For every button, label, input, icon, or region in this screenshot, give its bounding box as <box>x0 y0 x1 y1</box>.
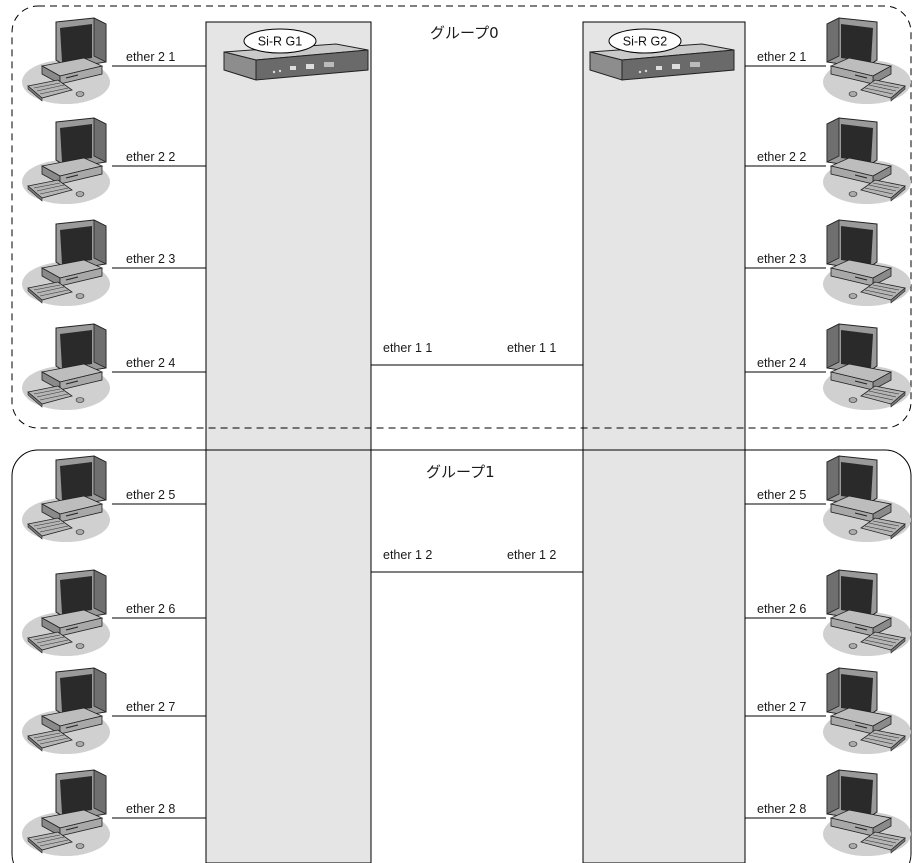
router-link-1-left-port: ether 1 2 <box>383 548 432 562</box>
left-pc-4-port: ether 2 4 <box>126 356 175 370</box>
left-pc-1-port: ether 2 1 <box>126 50 175 64</box>
group-1-label: グループ1 <box>426 463 495 481</box>
desktop-computer-icon <box>21 569 111 657</box>
desktop-computer-icon <box>822 569 912 657</box>
right-pc-6[interactable]: ether 2 6 <box>745 569 912 657</box>
left-pc-2[interactable]: ether 2 2 <box>21 117 206 205</box>
desktop-computer-icon <box>822 667 912 755</box>
left-pc-6[interactable]: ether 2 6 <box>21 569 206 657</box>
desktop-computer-icon <box>21 667 111 755</box>
left-pc-3[interactable]: ether 2 3 <box>21 219 206 307</box>
right-pc-1-port: ether 2 1 <box>757 50 806 64</box>
left-pc-6-port: ether 2 6 <box>126 602 175 616</box>
right-pc-7-port: ether 2 7 <box>757 700 806 714</box>
right-pc-4[interactable]: ether 2 4 <box>745 323 912 411</box>
left-pc-8-port: ether 2 8 <box>126 802 175 816</box>
group-0-label: グループ0 <box>430 24 499 42</box>
right-pc-1[interactable]: ether 2 1 <box>745 17 912 105</box>
router-link-1-right-port: ether 1 2 <box>507 548 556 562</box>
left-pc-1[interactable]: ether 2 1 <box>21 17 206 105</box>
right-pc-2[interactable]: ether 2 2 <box>745 117 912 205</box>
router-g1-label-bubble <box>243 28 317 54</box>
router-g1-panel <box>205 21 372 863</box>
left-pc-4[interactable]: ether 2 4 <box>21 323 206 411</box>
desktop-computer-icon <box>21 769 111 857</box>
router-g1-label: Si-R G1 <box>258 35 303 49</box>
router-g2-panel <box>582 21 746 863</box>
router-link-0-left-port: ether 1 1 <box>383 341 432 355</box>
router-g1[interactable]: Si-R G1 <box>223 28 369 81</box>
desktop-computer-icon <box>21 219 111 307</box>
right-pc-5[interactable]: ether 2 5 <box>745 455 912 543</box>
router-g2[interactable]: Si-R G2 <box>589 28 735 81</box>
left-pc-2-port: ether 2 2 <box>126 150 175 164</box>
desktop-computer-icon <box>822 117 912 205</box>
router-g2-label: Si-R G2 <box>623 35 668 49</box>
desktop-computer-icon <box>21 455 111 543</box>
left-pc-8[interactable]: ether 2 8 <box>21 769 206 857</box>
router-link-0-right-port: ether 1 1 <box>507 341 556 355</box>
right-pc-3-port: ether 2 3 <box>757 252 806 266</box>
left-pc-5[interactable]: ether 2 5 <box>21 455 206 543</box>
left-pc-7[interactable]: ether 2 7 <box>21 667 206 755</box>
desktop-computer-icon <box>822 769 912 857</box>
left-pc-3-port: ether 2 3 <box>126 252 175 266</box>
desktop-computer-icon <box>21 323 111 411</box>
right-pc-4-port: ether 2 4 <box>757 356 806 370</box>
right-pc-7[interactable]: ether 2 7 <box>745 667 912 755</box>
desktop-computer-icon <box>822 323 912 411</box>
right-pc-6-port: ether 2 6 <box>757 602 806 616</box>
group-0-border <box>11 5 912 429</box>
desktop-computer-icon <box>21 117 111 205</box>
router-g2-label-bubble <box>608 28 682 54</box>
desktop-computer-icon <box>822 455 912 543</box>
desktop-computer-icon <box>822 17 912 105</box>
right-pc-8[interactable]: ether 2 8 <box>745 769 912 857</box>
right-pc-5-port: ether 2 5 <box>757 488 806 502</box>
right-pc-8-port: ether 2 8 <box>757 802 806 816</box>
group-1-border <box>11 449 912 863</box>
right-pc-2-port: ether 2 2 <box>757 150 806 164</box>
left-pc-7-port: ether 2 7 <box>126 700 175 714</box>
left-pc-5-port: ether 2 5 <box>126 488 175 502</box>
desktop-computer-icon <box>21 17 111 105</box>
desktop-computer-icon <box>822 219 912 307</box>
right-pc-3[interactable]: ether 2 3 <box>745 219 912 307</box>
